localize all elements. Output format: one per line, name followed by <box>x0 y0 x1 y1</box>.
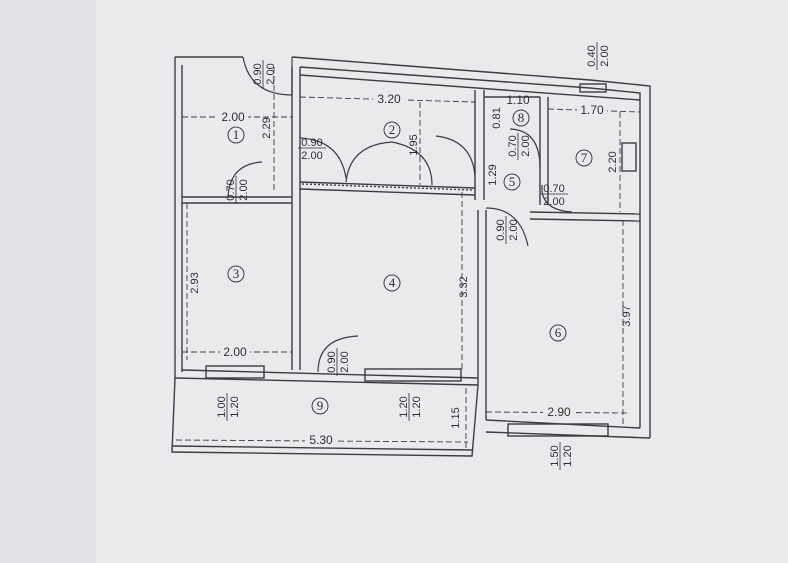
dim-bg-200-top <box>218 110 248 124</box>
wall-2-4b <box>299 188 476 196</box>
dim-195: 1.95 <box>408 134 420 155</box>
door-arc-balcony <box>317 335 359 373</box>
room-label-4: 4 <box>389 275 396 290</box>
window-6-h: 1.20 <box>562 445 574 466</box>
partition-dashed <box>301 183 473 191</box>
door-8-w: 0.70 <box>507 135 519 156</box>
door-arc-2a <box>345 141 393 183</box>
room-circle-8 <box>512 109 530 127</box>
wall-4-bottom-b <box>174 377 479 386</box>
paper-fold-band <box>0 0 96 563</box>
door-arc-7 <box>541 184 573 213</box>
window-3-w: 1.00 <box>216 396 228 417</box>
room-label-1: 1 <box>233 127 240 142</box>
dim-229: 2.29 <box>261 117 273 138</box>
window-top-right <box>579 83 607 93</box>
room-circle-5 <box>503 173 521 191</box>
dim-530: 5.30 <box>309 433 333 447</box>
room-label-3: 3 <box>233 266 240 281</box>
door-7-h: 2.00 <box>543 196 564 208</box>
balcony-inner <box>171 445 473 451</box>
room-label-6: 6 <box>555 325 562 340</box>
dim-110: 1.10 <box>506 93 530 107</box>
window-6-w: 1.50 <box>549 445 561 466</box>
window-3-h: 1.20 <box>229 396 241 417</box>
window-4-w: 1.20 <box>398 396 410 417</box>
dim-290: 2.90 <box>547 405 571 419</box>
wall-7-6b <box>529 218 641 222</box>
outer-wall-top-main <box>291 56 651 438</box>
door-arc-1-3 <box>227 161 263 198</box>
door-5-4-h: 2.00 <box>508 219 520 240</box>
door-entry-w: 0.90 <box>252 63 264 84</box>
room-circle-2 <box>383 121 401 139</box>
dim-bg-200-r3 <box>220 345 250 359</box>
dim-line-320 <box>299 96 476 103</box>
wall-top-inner-band <box>299 74 641 101</box>
dim-bg-530 <box>305 433 337 447</box>
door-arc-entry <box>242 56 293 96</box>
door-arc-2-5 <box>435 135 476 177</box>
wall-4-bottom <box>181 369 479 379</box>
dim-320: 3.20 <box>377 92 401 106</box>
door-1-2-h: 2.00 <box>301 150 322 162</box>
dim-220: 2.20 <box>607 151 619 172</box>
window-top-right-h: 2.00 <box>599 45 611 66</box>
window-room-6 <box>507 423 609 437</box>
dim-397: 3.97 <box>621 305 633 326</box>
dim-bg-290 <box>543 405 575 419</box>
door-1-3-w: 0.70 <box>225 179 237 200</box>
room-circle-4 <box>383 274 401 292</box>
door-1-3-h: 2.00 <box>238 179 250 200</box>
dim-170: 1.70 <box>580 103 604 117</box>
wall-6-bottom-b <box>485 431 651 439</box>
dim-200-r3: 2.00 <box>223 345 247 359</box>
door-7-w: 0.70 <box>543 183 564 195</box>
wall-7-6 <box>529 211 641 215</box>
door-8-h: 2.00 <box>520 135 532 156</box>
room-circle-6 <box>549 324 567 342</box>
door-1-2-w: 0.90 <box>301 137 322 149</box>
dim-115: 1.15 <box>450 407 462 428</box>
appliance-box <box>621 142 637 172</box>
door-arc-8 <box>509 128 541 169</box>
balcony-outline <box>171 377 479 457</box>
dim-bg-170 <box>577 103 607 117</box>
window-4-h: 1.20 <box>411 396 423 417</box>
room-label-7: 7 <box>581 150 588 165</box>
room-label-8: 8 <box>518 110 525 125</box>
dim-293: 2.93 <box>189 272 201 293</box>
dim-129: 1.29 <box>487 164 499 185</box>
room-circle-7 <box>575 149 593 167</box>
room-circle-1 <box>227 126 245 144</box>
room-label-9: 9 <box>317 398 324 413</box>
dim-081: 0.81 <box>491 107 503 128</box>
door-arc-1-2 <box>299 137 347 179</box>
wall-2-4 <box>299 181 476 189</box>
outer-wall-top-inner <box>299 66 641 428</box>
door-arc-5-4 <box>485 207 529 247</box>
dim-200-top: 2.00 <box>221 110 245 124</box>
room-label-2: 2 <box>389 122 396 137</box>
dim-332: 3.32 <box>458 276 470 297</box>
dim-bg-320 <box>373 92 405 106</box>
door-5-4-w: 0.90 <box>495 219 507 240</box>
window-room-3 <box>205 365 265 379</box>
room-label-5: 5 <box>509 174 516 189</box>
door-arc-2b <box>391 141 433 186</box>
window-room-4 <box>364 368 462 382</box>
door-entry-h: 2.00 <box>265 63 277 84</box>
window-top-right-w: 0.40 <box>586 45 598 66</box>
room-circle-3 <box>227 265 245 283</box>
door-balcony-w: 0.90 <box>326 351 338 372</box>
room-circle-9 <box>311 397 329 415</box>
door-balcony-h: 2.00 <box>339 351 351 372</box>
